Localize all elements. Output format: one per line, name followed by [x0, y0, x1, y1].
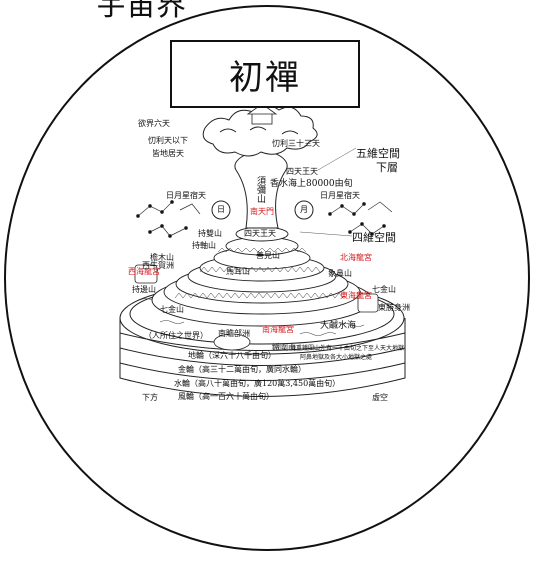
label-seven-gold-left: 七金山 — [160, 305, 184, 314]
label-five-dim: 五維空間 — [356, 147, 400, 160]
title-box: 初禪 — [170, 40, 360, 108]
label-trayastrimsa: 忉利三十三天 — [272, 139, 320, 148]
label-wind-layer: 風輪（高一百六十萬由旬） — [178, 392, 274, 401]
mount-sumeru — [202, 105, 318, 229]
label-shan-jian: 善見山 — [256, 251, 280, 260]
label-xiang-bi: 象鼻山 — [328, 269, 352, 278]
continent-islands — [134, 264, 379, 351]
sun-disc — [211, 200, 231, 220]
label-ma-er: 馬耳山 — [226, 267, 250, 276]
label-gold-layer: 金輪（高三十二萬由旬，廣同水輪） — [178, 365, 306, 374]
label-iron-ring-text: 雙重鐵圍山外有一千由旬之下至人天大地獄 — [290, 345, 405, 352]
label-five-dim-lower: 下層 — [376, 161, 398, 174]
label-four-kings-lower: 四天王天 — [244, 229, 276, 238]
label-sun: 日 — [217, 205, 225, 214]
page-title: 初禪 — [229, 57, 301, 98]
label-below: 下方 — [142, 393, 158, 402]
label-four-dimensions: 四維空間 — [352, 231, 396, 244]
label-earth-layer: 地輪（深六十八千由旬） — [188, 351, 276, 360]
label-south-continent: 南贍部洲 — [218, 329, 250, 338]
moon-disc — [294, 200, 314, 220]
label-chi-zhou: 持軸山 — [192, 241, 216, 250]
label-sumeru: 須彌山 — [255, 176, 265, 203]
label-east-continent: 東勝身洲 — [378, 303, 410, 312]
label-chi-bian: 持邊山 — [132, 285, 156, 294]
label-human-world: （人所住之世界） — [144, 331, 208, 340]
label-tan-mu: 檐木山 — [150, 253, 174, 262]
label-iron-mountain: 鐵圍山 — [272, 343, 296, 352]
label-sun-moon-stars-right: 日月星宿天 — [320, 191, 360, 200]
label-seven-gold-right: 七金山 — [372, 285, 396, 294]
label-water-layer: 水輪（高八十萬由旬，廣120萬3,450萬由旬） — [174, 379, 341, 388]
label-south-gate: 南天門 — [250, 207, 274, 216]
label-jambu-mountain: 持雙山 — [198, 229, 222, 238]
leader-lines — [299, 147, 357, 237]
top-heading-fragment: 宇宙界 — [96, 0, 186, 23]
label-ground-heavens: 皆地居天 — [152, 149, 184, 158]
label-south-palace: 南海龍宮 — [262, 325, 294, 334]
label-north-palace: 北海龍宮 — [340, 253, 372, 262]
constellations-left — [136, 200, 201, 238]
label-sun-moon-stars-left: 日月星宿天 — [166, 191, 206, 200]
label-iron-ring-text-2: 阿鼻地獄及各大小地獄之處 — [300, 354, 373, 361]
label-four-kings-upper: 四天王天 — [286, 167, 318, 176]
constellations-right — [328, 201, 393, 236]
mountain-hatching — [174, 247, 344, 299]
label-realm-six-heavens: 欲界六天 — [138, 119, 170, 128]
label-void: 虛空 — [372, 393, 388, 402]
base-cylinder — [119, 281, 406, 397]
label-west-continent: 西牛賀洲 — [142, 261, 174, 270]
label-ocean-height: 香水海上80000由旬 — [270, 179, 353, 189]
label-tusita-below: 忉利天以下 — [148, 136, 188, 145]
label-moon: 月 — [300, 205, 308, 214]
outer-ellipse — [4, 5, 530, 551]
label-west-palace: 西海龍宮 — [128, 267, 160, 276]
summit-palace — [246, 103, 278, 125]
label-great-salt-sea: 大鹹水海 — [320, 321, 357, 331]
label-east-palace: 東海龍宮 — [340, 291, 372, 300]
